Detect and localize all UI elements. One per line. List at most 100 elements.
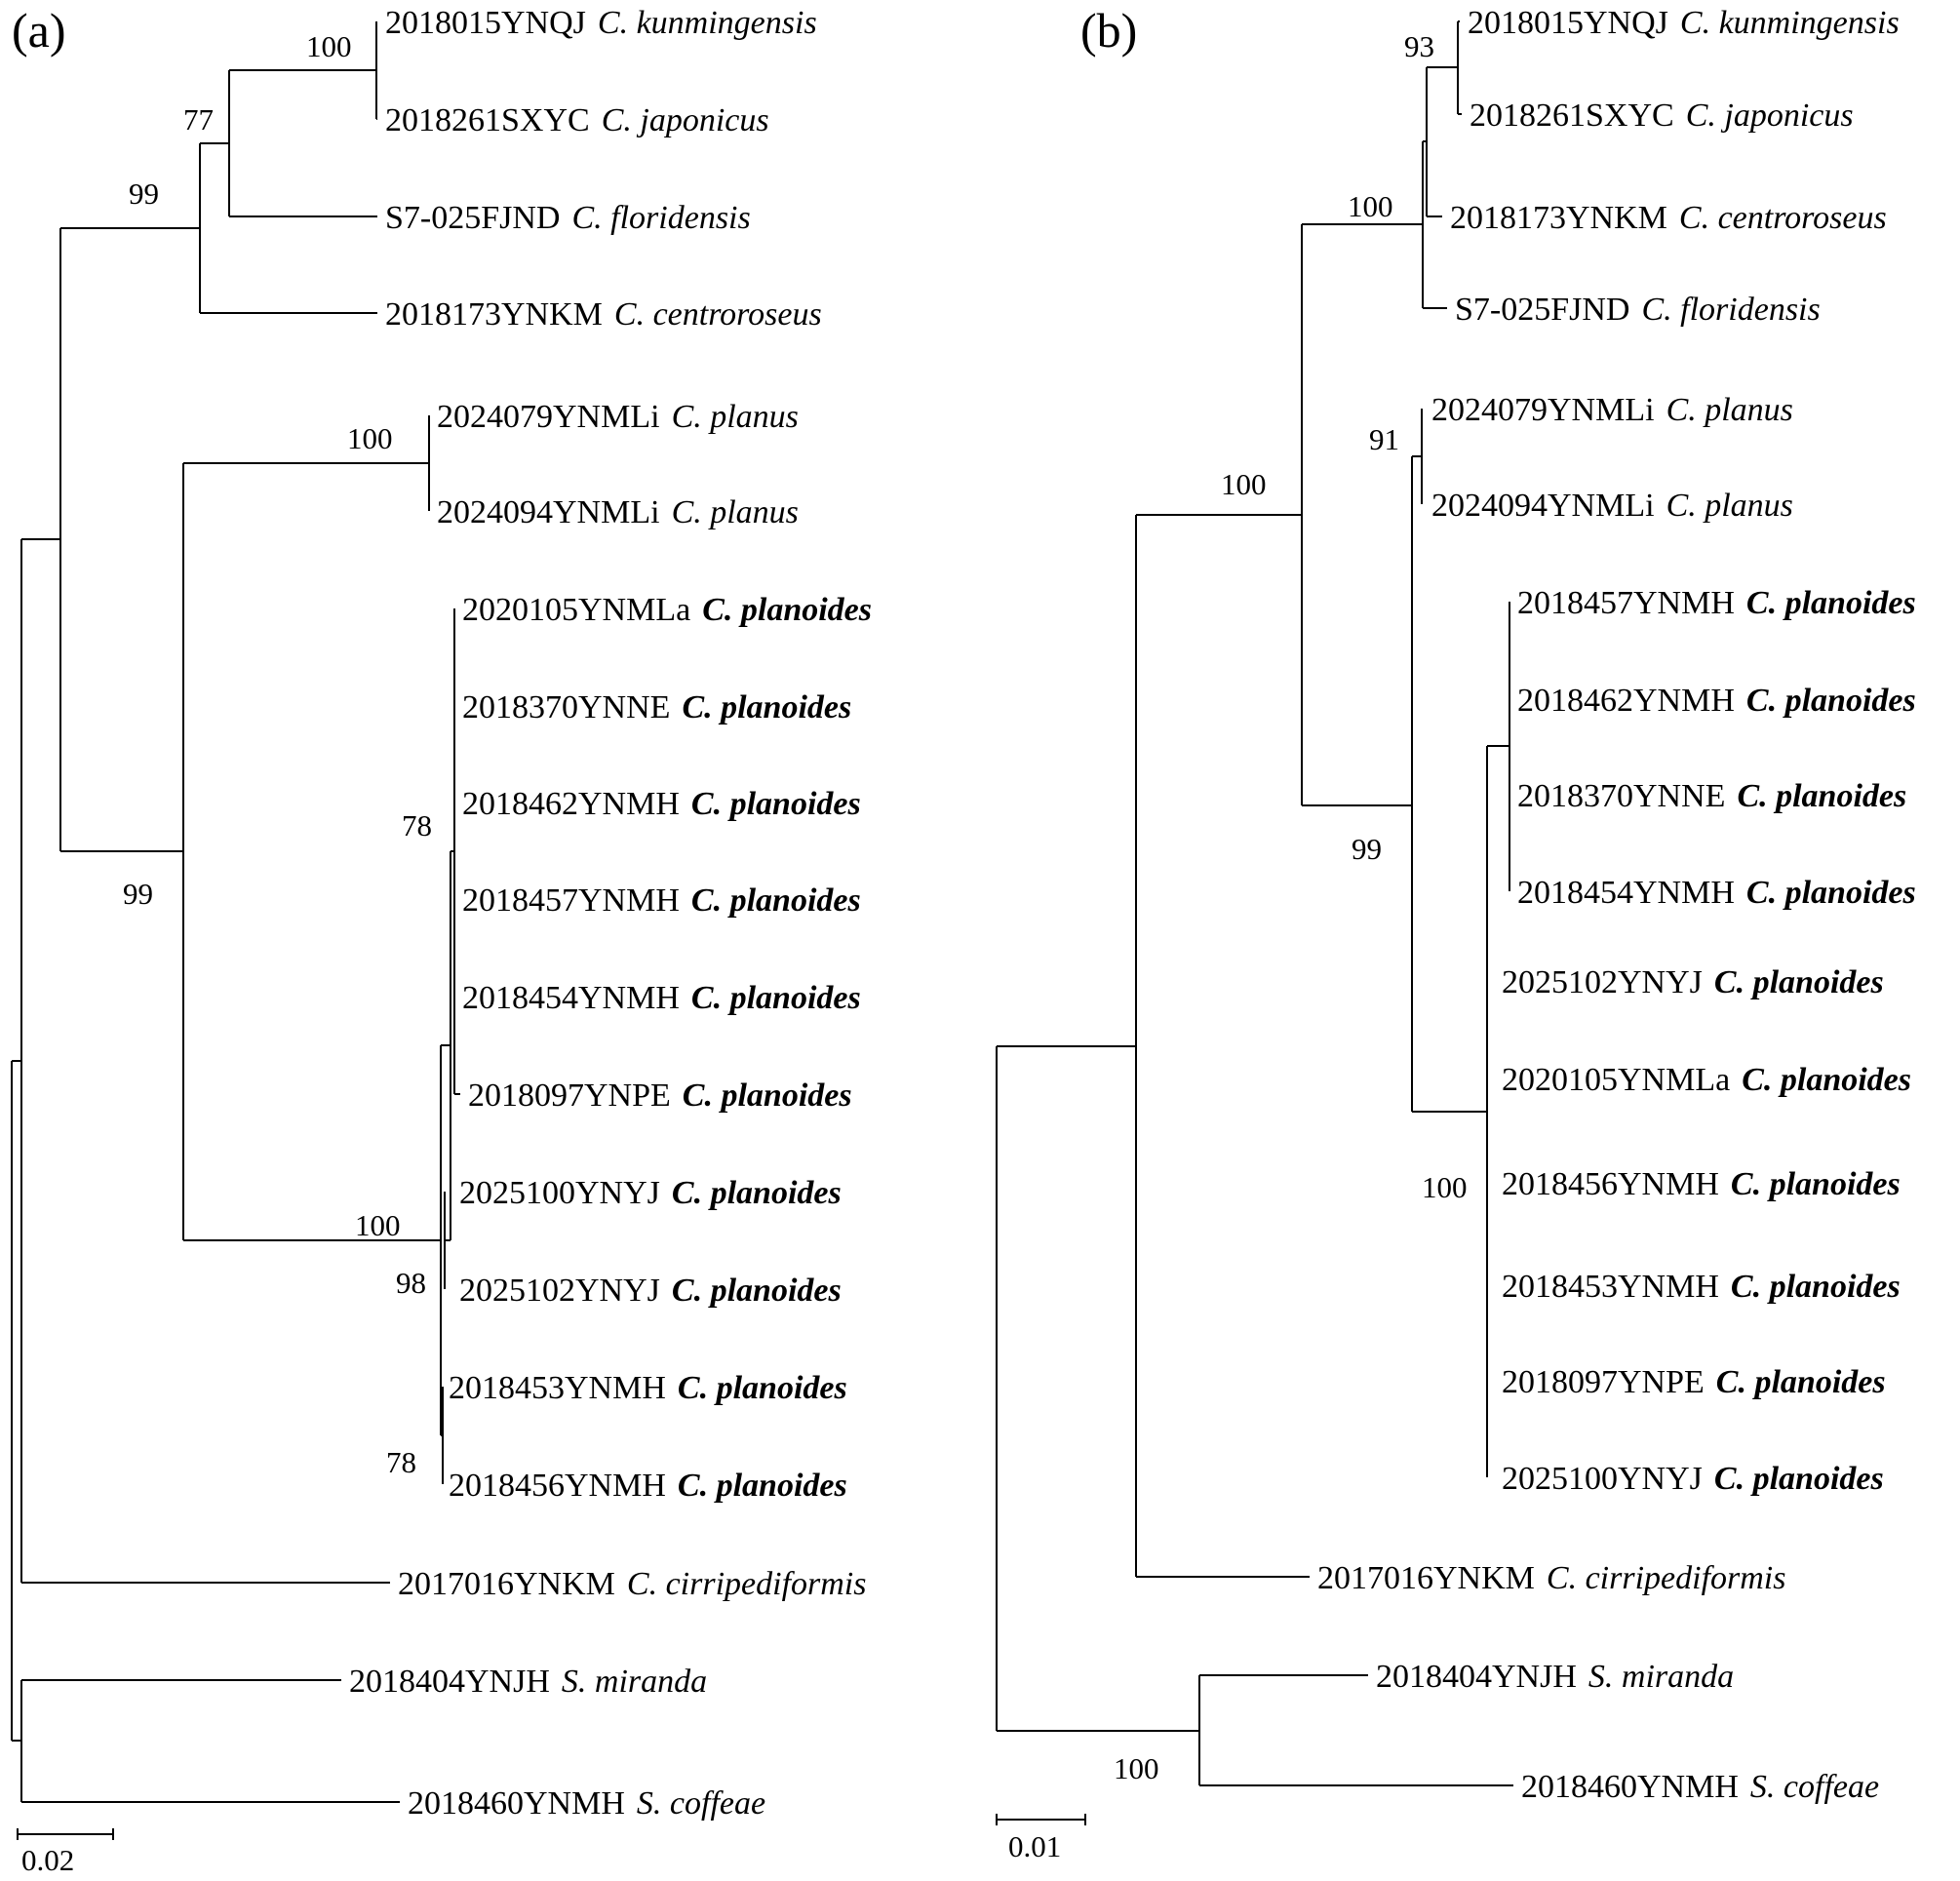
tip-label: 2018453YNMH C. planoides	[449, 1370, 847, 1406]
support-value: 100	[1422, 1170, 1468, 1204]
support-value: 100	[1221, 467, 1267, 501]
tip-species-name: S. coffeae	[1750, 1769, 1879, 1805]
tip-species-name: C. planoides	[672, 1175, 842, 1211]
support-value: 100	[306, 29, 352, 63]
support-value: 93	[1404, 29, 1434, 63]
tip-specimen-id: 2018454YNMH	[462, 980, 680, 1016]
support-value: 100	[347, 421, 393, 455]
tip-species-name: C. planoides	[1731, 1166, 1901, 1202]
tip-species-name: C. planoides	[691, 882, 861, 919]
tip-label: 2018173YNKM C. centroroseus	[385, 296, 822, 333]
tip-species-name: S. miranda	[1588, 1659, 1734, 1695]
support-value: 99	[1352, 832, 1382, 866]
tip-species-name: C. planoides	[678, 1370, 847, 1406]
tip-species-name: C. planoides	[1746, 585, 1916, 621]
tip-label: S7-025FJND C. floridensis	[385, 200, 751, 236]
tip-species-name: C. floridensis	[571, 200, 750, 236]
tip-species-name: S. coffeae	[637, 1785, 765, 1822]
tip-species-name: C. planoides	[678, 1468, 847, 1504]
tip-label: 2024094YNMLi C. planus	[1431, 488, 1793, 524]
tip-specimen-id: 2018173YNKM	[385, 296, 603, 333]
tip-specimen-id: 2025102YNYJ	[1502, 964, 1703, 1000]
tip-specimen-id: 2025100YNYJ	[459, 1175, 660, 1211]
tip-species-name: C. planus	[1666, 392, 1793, 428]
tip-label: 2018404YNJH S. miranda	[1376, 1659, 1734, 1695]
tip-specimen-id: 2018457YNMH	[462, 882, 680, 919]
tip-specimen-id: S7-025FJND	[1455, 292, 1629, 328]
tip-species-name: C. kunmingensis	[598, 5, 817, 41]
tip-species-name: C. planoides	[683, 1078, 852, 1114]
tip-specimen-id: 2018462YNMH	[462, 786, 680, 822]
tip-label: 2018097YNPE C. planoides	[1502, 1364, 1886, 1400]
tip-species-name: C. planoides	[672, 1273, 842, 1309]
tip-specimen-id: 2017016YNKM	[398, 1566, 615, 1602]
tip-species-name: C. planus	[1666, 488, 1793, 524]
tip-specimen-id: S7-025FJND	[385, 200, 560, 236]
tip-specimen-id: 2018404YNJH	[1376, 1659, 1577, 1695]
tip-specimen-id: 2018453YNMH	[449, 1370, 666, 1406]
panel-label: (a)	[12, 3, 66, 58]
panel-label: (b)	[1080, 3, 1137, 58]
tip-species-name: C. planoides	[691, 980, 861, 1016]
tip-label: 2025102YNYJ C. planoides	[459, 1273, 842, 1309]
tip-label: S7-025FJND C. floridensis	[1455, 292, 1821, 328]
tip-label: 2024079YNMLi C. planus	[1431, 392, 1793, 428]
tip-specimen-id: 2020105YNMLa	[462, 592, 690, 628]
tip-species-name: C. floridensis	[1641, 292, 1820, 328]
tip-specimen-id: 2024079YNMLi	[1431, 392, 1655, 428]
tip-specimen-id: 2020105YNMLa	[1502, 1062, 1730, 1098]
tip-specimen-id: 2018097YNPE	[1502, 1364, 1705, 1400]
tip-species-name: C. planus	[672, 494, 799, 530]
support-value: 100	[355, 1208, 401, 1242]
tip-species-name: C. planoides	[1746, 875, 1916, 911]
tip-label: 2018454YNMH C. planoides	[1517, 875, 1916, 911]
tip-label: 2025100YNYJ C. planoides	[459, 1175, 842, 1211]
tip-species-name: C. centroroseus	[614, 296, 822, 333]
tip-species-name: C. planoides	[1742, 1062, 1911, 1098]
tip-label: 2018456YNMH C. planoides	[1502, 1166, 1901, 1202]
support-value: 99	[129, 176, 159, 211]
support-value: 91	[1369, 422, 1399, 456]
tip-specimen-id: 2018453YNMH	[1502, 1269, 1719, 1305]
tip-label: 2018462YNMH C. planoides	[462, 786, 861, 822]
tip-species-name: C. planus	[672, 399, 799, 435]
tip-specimen-id: 2018015YNQJ	[1468, 5, 1668, 41]
tip-specimen-id: 2018456YNMH	[1502, 1166, 1719, 1202]
tip-specimen-id: 2018404YNJH	[349, 1664, 550, 1700]
tip-specimen-id: 2018370YNNE	[1517, 778, 1725, 814]
tip-specimen-id: 2025102YNYJ	[459, 1273, 660, 1309]
tip-label: 2018457YNMH C. planoides	[462, 882, 861, 919]
tip-species-name: C. planoides	[691, 786, 861, 822]
tip-species-name: C. planoides	[682, 689, 851, 725]
support-value: 78	[386, 1445, 416, 1479]
tip-species-name: C. japonicus	[1686, 98, 1854, 134]
tip-specimen-id: 2024094YNMLi	[1431, 488, 1655, 524]
support-value: 98	[396, 1266, 426, 1300]
support-value: 100	[1348, 189, 1393, 223]
tip-specimen-id: 2018097YNPE	[468, 1078, 671, 1114]
tip-specimen-id: 2018454YNMH	[1517, 875, 1735, 911]
tip-label: 2020105YNMLa C. planoides	[1502, 1062, 1911, 1098]
tip-label: 2018460YNMH S. coffeae	[408, 1785, 765, 1822]
tip-label: 2018454YNMH C. planoides	[462, 980, 861, 1016]
tip-specimen-id: 2018460YNMH	[408, 1785, 625, 1822]
tip-species-name: C. planoides	[1716, 1364, 1886, 1400]
tip-specimen-id: 2025100YNYJ	[1502, 1461, 1703, 1497]
tip-species-name: C. centroroseus	[1679, 200, 1887, 236]
tip-species-name: C. planoides	[1714, 964, 1884, 1000]
